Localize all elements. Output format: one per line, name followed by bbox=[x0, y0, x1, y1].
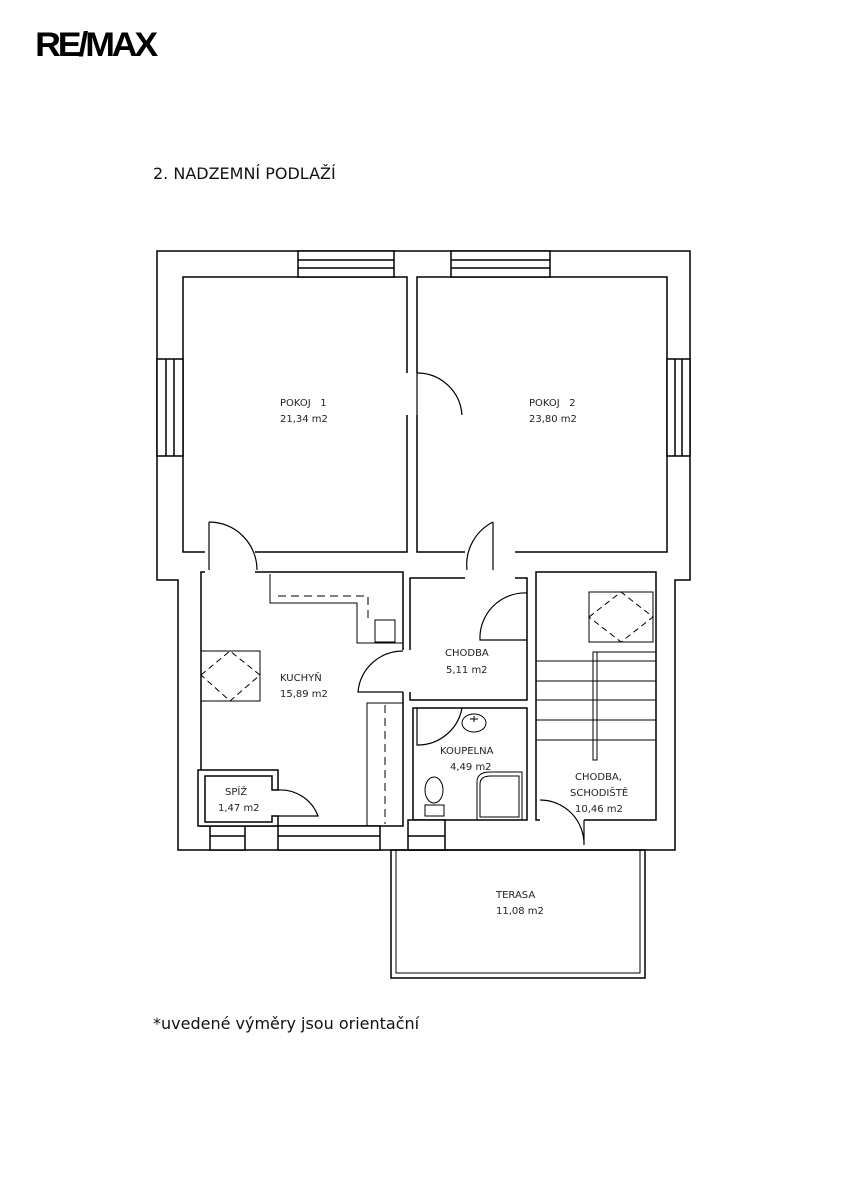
room-schodiste-area: 10,46 m2 bbox=[575, 804, 623, 815]
spiz-wall bbox=[197, 769, 279, 827]
room-pokoj2-name: POKOJ 2 bbox=[529, 398, 576, 409]
room-spiz-name: SPÍŽ bbox=[225, 785, 247, 798]
room-pokoj1-name: POKOJ 1 bbox=[280, 398, 327, 409]
remax-logo: RE/MAX bbox=[35, 26, 158, 64]
room-pokoj2-area: 23,80 m2 bbox=[529, 414, 577, 425]
room-labels: POKOJ 1 21,34 m2 POKOJ 2 23,80 m2 KUCHYŇ… bbox=[218, 398, 628, 917]
room-chodba-name: CHODBA bbox=[445, 648, 489, 659]
bathroom-fixtures bbox=[424, 713, 523, 821]
room-koupelna-name: KOUPELNA bbox=[440, 746, 494, 757]
room-schodiste-name2: SCHODIŠTĚ bbox=[570, 786, 628, 799]
terrace-inner-outline bbox=[395, 849, 641, 974]
room-chodba-area: 5,11 m2 bbox=[446, 665, 488, 676]
room-terasa-name: TERASA bbox=[495, 890, 535, 901]
floor-title: 2. NADZEMNÍ PODLAŽÍ bbox=[153, 164, 336, 183]
windows bbox=[156, 250, 691, 851]
room-kuchyn-name: KUCHYŇ bbox=[280, 671, 322, 684]
room-spiz-area: 1,47 m2 bbox=[218, 803, 260, 814]
area-disclaimer: *uvedené výměry jsou orientační bbox=[153, 1014, 420, 1033]
room-schodiste-name: CHODBA, bbox=[575, 772, 622, 783]
room-pokoj1-area: 21,34 m2 bbox=[280, 414, 328, 425]
staircase bbox=[536, 651, 656, 761]
room-kuchyn-area: 15,89 m2 bbox=[280, 689, 328, 700]
doors bbox=[205, 372, 585, 846]
kitchen-counter bbox=[200, 574, 654, 827]
room-koupelna-area: 4,49 m2 bbox=[450, 762, 492, 773]
room-terasa-area: 11,08 m2 bbox=[496, 906, 544, 917]
